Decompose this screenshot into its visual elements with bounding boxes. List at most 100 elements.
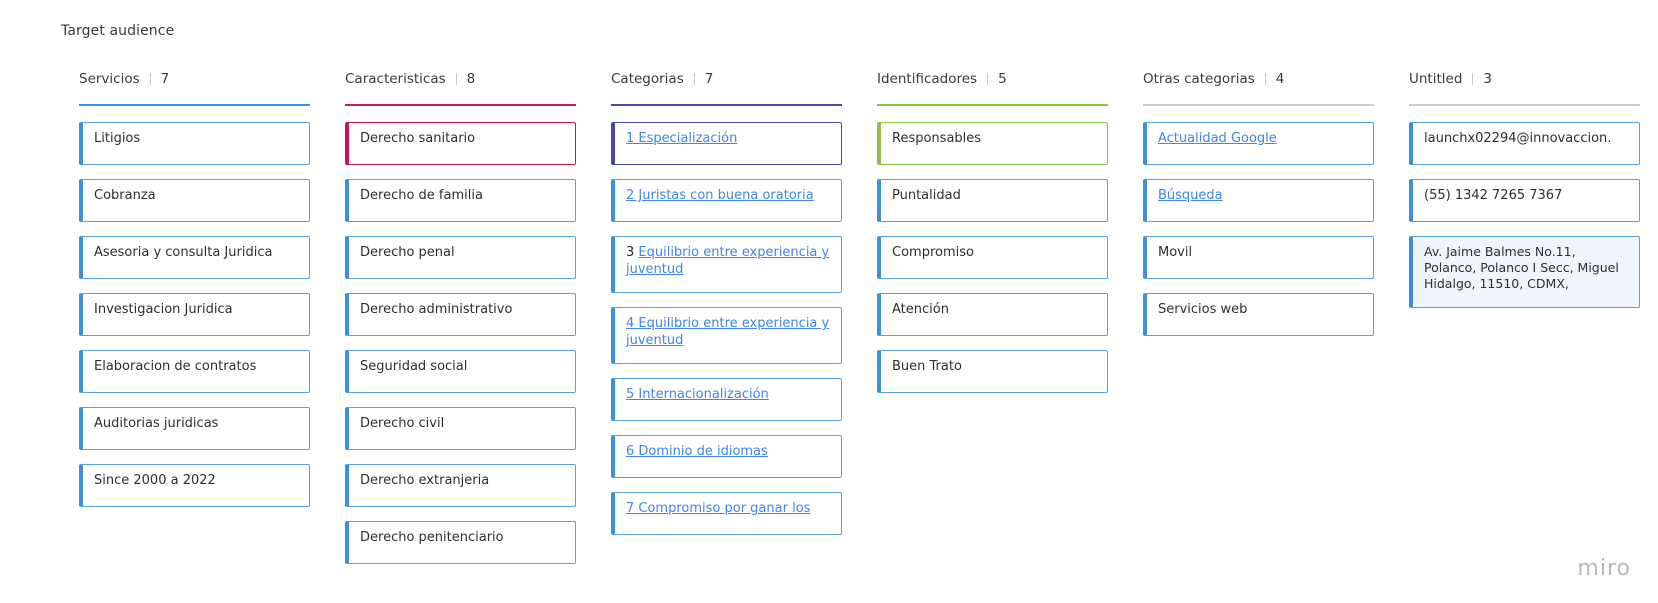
card-link[interactable]: 6 Dominio de idiomas — [626, 444, 768, 459]
card[interactable]: Seguridad social — [345, 350, 576, 393]
kanban-column-servicios[interactable]: Servicios 7 Litigios Cobranza Asesoria y… — [79, 70, 310, 507]
card-number: 3 — [626, 245, 639, 260]
miro-logo: miro — [1577, 556, 1631, 581]
card[interactable]: 6 Dominio de idiomas — [611, 435, 842, 478]
card[interactable]: Buen Trato — [877, 350, 1108, 393]
column-separator — [455, 73, 457, 85]
card[interactable]: launchx02294@innovaccion. — [1409, 122, 1640, 165]
card[interactable]: Litigios — [79, 122, 310, 165]
card-text: Servicios web — [1158, 302, 1248, 317]
card-text: Asesoria y consulta Juridica — [94, 245, 273, 260]
kanban-column-caracteristicas[interactable]: Caracteristicas 8 Derecho sanitario Dere… — [345, 70, 576, 564]
card[interactable]: 7 Compromiso por ganar los — [611, 492, 842, 535]
card[interactable]: Derecho penitenciario — [345, 521, 576, 564]
column-header[interactable]: Categorias 7 — [611, 70, 842, 88]
column-color-rule — [1409, 104, 1640, 106]
column-color-rule — [1143, 104, 1374, 106]
card[interactable]: (55) 1342 7265 7367 — [1409, 179, 1640, 222]
kanban-column-untitled[interactable]: Untitled 3 launchx02294@innovaccion. (55… — [1409, 70, 1640, 308]
column-separator — [1264, 73, 1266, 85]
column-title: Identificadores — [877, 71, 978, 87]
column-separator — [987, 73, 989, 85]
card[interactable]: Búsqueda — [1143, 179, 1374, 222]
column-color-rule — [79, 104, 310, 106]
column-separator — [1472, 73, 1474, 85]
card-text: Derecho sanitario — [360, 131, 476, 146]
card-link[interactable]: Equilibrio entre experiencia y juventud — [626, 245, 830, 277]
card[interactable]: Derecho de familia — [345, 179, 576, 222]
card-text: Elaboracion de contratos — [94, 359, 257, 374]
card[interactable]: Movil — [1143, 236, 1374, 279]
card[interactable]: Investigacion Juridica — [79, 293, 310, 336]
card[interactable]: 5 Internacionalización — [611, 378, 842, 421]
card-link[interactable]: Búsqueda — [1158, 188, 1223, 203]
card-text: Cobranza — [94, 188, 156, 203]
card[interactable]: Asesoria y consulta Juridica — [79, 236, 310, 279]
board-title[interactable]: Target audience — [61, 23, 175, 39]
column-color-rule — [877, 104, 1108, 106]
card-text: Derecho penal — [360, 245, 455, 260]
column-header[interactable]: Servicios 7 — [79, 70, 310, 88]
card-link[interactable]: 7 Compromiso por ganar los — [626, 501, 811, 516]
column-count: 7 — [704, 71, 714, 87]
card-link[interactable]: 4 Equilibrio entre experiencia y juventu… — [626, 316, 830, 348]
card-selected[interactable]: Derecho sanitario — [345, 122, 576, 165]
card[interactable]: Actualidad Google — [1143, 122, 1374, 165]
card-text: Auditorias juridicas — [94, 416, 219, 431]
card-text: (55) 1342 7265 7367 — [1424, 188, 1563, 203]
column-count: 5 — [998, 71, 1007, 87]
card[interactable]: Compromiso — [877, 236, 1108, 279]
column-separator — [149, 73, 151, 85]
column-header[interactable]: Caracteristicas 8 — [345, 70, 576, 88]
kanban-column-identificadores[interactable]: Identificadores 5 Responsables Puntalida… — [877, 70, 1108, 393]
card-text: Litigios — [94, 131, 141, 146]
card-selected[interactable]: Responsables — [877, 122, 1108, 165]
card[interactable]: Derecho civil — [345, 407, 576, 450]
column-header[interactable]: Otras categorias 4 — [1143, 70, 1374, 88]
card[interactable]: Puntalidad — [877, 179, 1108, 222]
card-link[interactable]: Actualidad Google — [1158, 131, 1277, 146]
card-text: Derecho civil — [360, 416, 445, 431]
card[interactable]: 3 Equilibrio entre experiencia y juventu… — [611, 236, 842, 293]
card[interactable]: Derecho administrativo — [345, 293, 576, 336]
column-separator — [693, 73, 695, 85]
card-link[interactable]: 2 Juristas con buena oratoria — [626, 188, 814, 203]
card-text: Atención — [892, 302, 949, 317]
kanban-column-otras-categorias[interactable]: Otras categorias 4 Actualidad Google Bús… — [1143, 70, 1374, 336]
card-text: Derecho penitenciario — [360, 530, 504, 545]
card[interactable]: Cobranza — [79, 179, 310, 222]
column-color-rule — [611, 104, 842, 106]
card[interactable]: Derecho penal — [345, 236, 576, 279]
card-text: launchx02294@innovaccion. — [1424, 131, 1612, 146]
kanban-column-categorias[interactable]: Categorias 7 1 Especialización 2 Jurista… — [611, 70, 842, 535]
card[interactable]: Servicios web — [1143, 293, 1374, 336]
column-count: 8 — [466, 71, 476, 87]
card[interactable]: Auditorias juridicas — [79, 407, 310, 450]
card-text: Derecho de familia — [360, 188, 483, 203]
column-header[interactable]: Identificadores 5 — [877, 70, 1108, 88]
column-header[interactable]: Untitled 3 — [1409, 70, 1640, 88]
card-text: Compromiso — [892, 245, 974, 260]
card-text: Seguridad social — [360, 359, 468, 374]
card-text: Since 2000 a 2022 — [94, 473, 216, 488]
column-color-rule — [345, 104, 576, 106]
card[interactable]: Since 2000 a 2022 — [79, 464, 310, 507]
card-text: Movil — [1158, 245, 1193, 260]
card-link[interactable]: 5 Internacionalización — [626, 387, 769, 402]
column-title: Untitled — [1409, 71, 1463, 87]
card[interactable]: Elaboracion de contratos — [79, 350, 310, 393]
card[interactable]: Atención — [877, 293, 1108, 336]
card-text: Buen Trato — [892, 359, 962, 374]
card-link[interactable]: 1 Especialización — [626, 131, 738, 146]
card-text: Puntalidad — [892, 188, 961, 203]
card[interactable]: 2 Juristas con buena oratoria — [611, 179, 842, 222]
card-text: Derecho administrativo — [360, 302, 513, 317]
card[interactable]: 4 Equilibrio entre experiencia y juventu… — [611, 307, 842, 364]
column-title: Categorias — [611, 71, 684, 87]
card-text: Responsables — [892, 131, 982, 146]
card[interactable]: Derecho extranjeria — [345, 464, 576, 507]
card-selected[interactable]: 1 Especialización — [611, 122, 842, 165]
card-text: Av. Jaime Balmes No.11, Polanco, Polanco… — [1424, 244, 1619, 291]
card-address[interactable]: Av. Jaime Balmes No.11, Polanco, Polanco… — [1409, 236, 1640, 308]
